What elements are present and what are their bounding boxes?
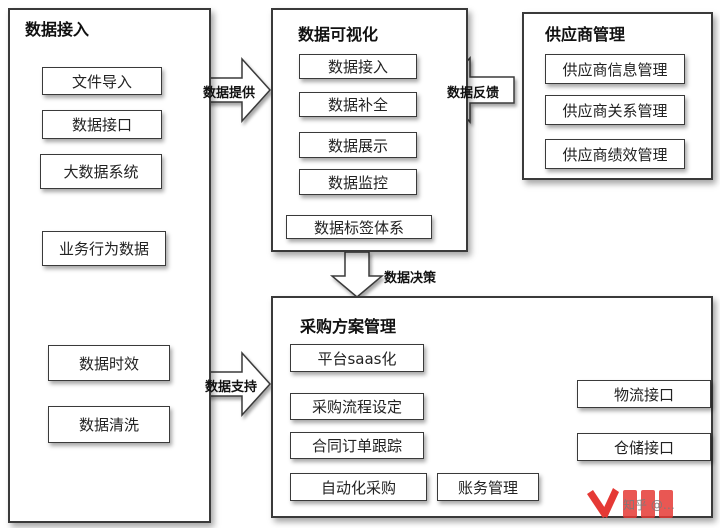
data-provide-label: 数据提供 [203, 86, 256, 101]
data-access-title: 数据接入 [25, 20, 90, 39]
supplier-info-item: 供应商信息管理 [545, 54, 685, 84]
procurement-process-item: 采购流程设定 [290, 393, 424, 420]
data-interface-item: 数据接口 [42, 110, 162, 139]
platform-saas-item: 平台saas化 [290, 344, 424, 372]
file-import-item: 文件导入 [42, 67, 162, 95]
viz-data-access-item: 数据接入 [299, 54, 417, 79]
data-decision-arrow [329, 251, 385, 298]
data-visualization-panel [271, 8, 468, 252]
accounting-management-item: 账务管理 [437, 473, 539, 501]
viz-data-display-item: 数据展示 [299, 132, 417, 158]
contract-order-tracking-item: 合同订单跟踪 [290, 432, 424, 459]
procurement-plan-title: 采购方案管理 [300, 317, 397, 336]
data-timeliness-item: 数据时效 [48, 345, 170, 381]
automated-procurement-item: 自动化采购 [290, 473, 427, 501]
supplier-relationship-item: 供应商关系管理 [545, 95, 685, 125]
data-feedback-label: 数据反馈 [447, 86, 500, 101]
data-support-label: 数据支持 [205, 380, 258, 395]
logistics-interface-item: 物流接口 [577, 380, 711, 408]
watermark-logo: 知乎 @… [587, 488, 675, 518]
supplier-management-title: 供应商管理 [545, 25, 626, 44]
big-data-system-item: 大数据系统 [40, 154, 162, 189]
data-visualization-title: 数据可视化 [298, 25, 379, 44]
warehouse-interface-item: 仓储接口 [577, 433, 711, 461]
supplier-performance-item: 供应商绩效管理 [545, 139, 685, 169]
viz-data-completion-item: 数据补全 [299, 92, 417, 117]
viz-data-tag-system-item: 数据标签体系 [286, 215, 432, 239]
data-cleaning-item: 数据清洗 [48, 406, 170, 443]
data-decision-label: 数据决策 [384, 271, 437, 286]
business-behavior-data-item: 业务行为数据 [42, 231, 166, 266]
viz-data-monitoring-item: 数据监控 [299, 169, 417, 195]
watermark-text: 知乎 @… [623, 498, 675, 512]
